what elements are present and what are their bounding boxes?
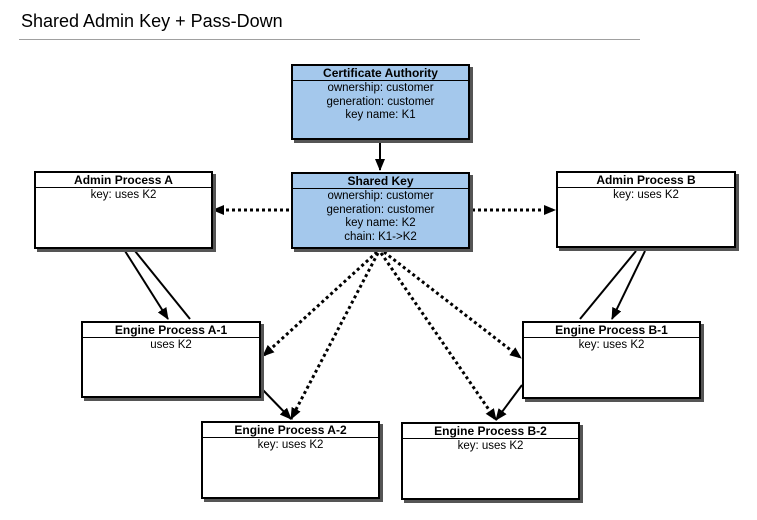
title-divider (19, 39, 640, 40)
node-line: ownership: customer (327, 190, 434, 202)
node-line: key: uses K2 (90, 189, 157, 201)
node-title: Admin Process A (36, 173, 211, 188)
connector-engine_a1-to-engine_a2 (260, 387, 292, 420)
node-body: key: uses K2 (203, 438, 378, 453)
node-line: key: uses K2 (613, 189, 679, 201)
connector-admin_a-return (134, 250, 191, 320)
node-title: Engine Process B-2 (403, 424, 578, 439)
node-line: chain: K1->K2 (344, 230, 417, 243)
node-body: uses K2 (83, 338, 259, 353)
certificate-authority-node[interactable]: Certificate Authority ownership: custome… (291, 64, 470, 140)
node-body: ownership: customer generation: customer… (293, 189, 468, 244)
node-line: key name: K1 (345, 109, 416, 121)
connector-shared-to-engine_b2 (379, 252, 498, 421)
connector-shared-to-engine_a1 (261, 250, 379, 358)
engine-process-b1-node[interactable]: Engine Process B-1 key: uses K2 (522, 321, 701, 399)
connector-admin_b-return (579, 250, 637, 320)
admin-process-b-node[interactable]: Admin Process B key: uses K2 (556, 171, 736, 248)
node-body: ownership: customer generation: customer… (293, 81, 468, 123)
node-line: generation: customer (326, 203, 435, 216)
edge-layer (124, 142, 646, 421)
node-title: Engine Process B-1 (524, 323, 699, 338)
connector-admin_a-to-engine_a1 (124, 250, 169, 320)
node-title: Admin Process B (558, 173, 734, 188)
node-title: Engine Process A-2 (203, 423, 378, 438)
engine-process-a2-node[interactable]: Engine Process A-2 key: uses K2 (201, 421, 380, 499)
page-title: Shared Admin Key + Pass-Down (21, 11, 283, 31)
node-line: ownership: customer (327, 82, 434, 94)
connector-admin_b-to-engine_b1 (611, 250, 646, 320)
node-line: generation: customer (326, 95, 435, 108)
node-line: key: uses K2 (578, 339, 645, 351)
node-title: Certificate Authority (293, 66, 468, 81)
node-body: key: uses K2 (524, 338, 699, 353)
engine-process-b2-node[interactable]: Engine Process B-2 key: uses K2 (401, 422, 580, 500)
node-title: Engine Process A-1 (83, 323, 259, 338)
connector-engine_b1-to-engine_b2 (495, 384, 523, 421)
node-body: key: uses K2 (558, 188, 734, 203)
node-body: key: uses K2 (403, 439, 578, 454)
node-line: key: uses K2 (457, 440, 524, 452)
connector-shared-to-engine_b1 (383, 250, 522, 360)
admin-process-a-node[interactable]: Admin Process A key: uses K2 (34, 171, 213, 249)
node-line: key: uses K2 (257, 439, 324, 451)
node-line: uses K2 (150, 339, 192, 351)
engine-process-a1-node[interactable]: Engine Process A-1 uses K2 (81, 321, 261, 398)
connector-shared-to-engine_a2 (289, 252, 380, 420)
shared-key-node[interactable]: Shared Key ownership: customer generatio… (291, 172, 470, 249)
node-body: key: uses K2 (36, 188, 211, 203)
node-title: Shared Key (293, 174, 468, 189)
node-line: key name: K2 (345, 217, 416, 229)
